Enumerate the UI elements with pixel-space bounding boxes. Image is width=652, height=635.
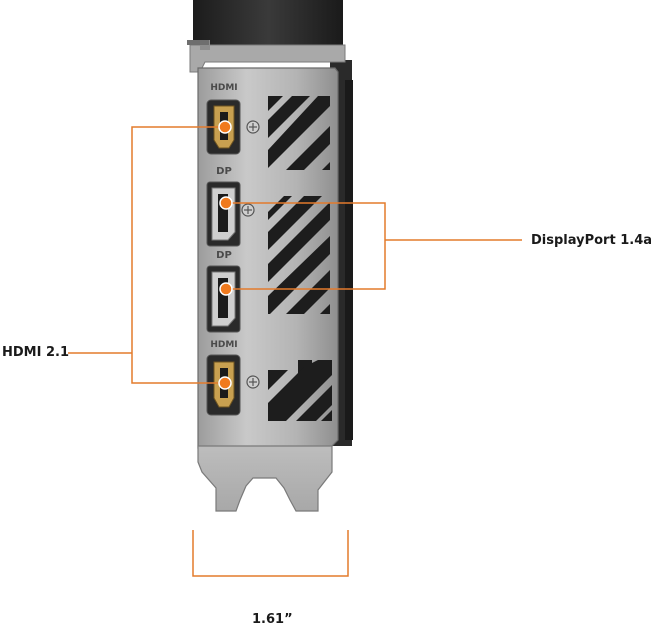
marking-hdmi-bottom: HDMI bbox=[210, 340, 237, 350]
vent-slots-middle bbox=[268, 196, 330, 314]
hdmi-callout-bracket bbox=[68, 126, 224, 384]
marking-dp-upper: DP bbox=[216, 166, 232, 177]
port-dot-dp-upper bbox=[219, 196, 233, 210]
displayport-callout-label: DisplayPort 1.4a bbox=[531, 233, 652, 248]
marking-hdmi-top: HDMI bbox=[210, 83, 237, 93]
screw-middle bbox=[241, 203, 255, 217]
width-dimension-label: 1.61” bbox=[252, 612, 293, 627]
marking-dp-lower: DP bbox=[216, 250, 232, 261]
port-dot-hdmi-bottom bbox=[218, 376, 232, 390]
screw-bottom bbox=[246, 375, 260, 389]
width-dimension-bracket bbox=[192, 530, 349, 577]
bracket-tab bbox=[197, 445, 333, 512]
screw-top bbox=[246, 120, 260, 134]
displayport-upper bbox=[206, 181, 241, 247]
port-dot-dp-lower bbox=[219, 282, 233, 296]
displayport-callout-bracket bbox=[226, 202, 522, 290]
hdmi-callout-label: HDMI 2.1 bbox=[2, 345, 69, 360]
displayport-lower bbox=[206, 265, 241, 333]
bracket-top-fold bbox=[187, 40, 346, 73]
port-dot-hdmi-top bbox=[218, 120, 232, 134]
vent-slots-lower bbox=[268, 360, 332, 421]
gpu-bracket-illustration: HDMI DP DP HDMI bbox=[68, 0, 522, 577]
vent-slots-upper bbox=[268, 96, 330, 170]
